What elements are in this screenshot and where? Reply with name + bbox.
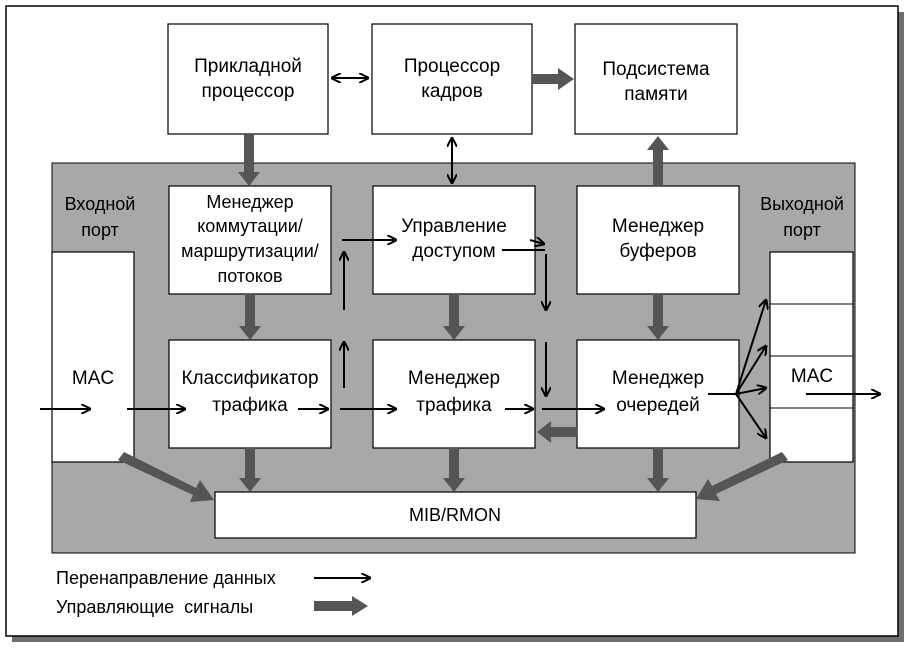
control-arrow-access-to-traffic xyxy=(443,294,465,340)
control-arrow-classifier-to-mib xyxy=(239,448,261,492)
mib-rmon-block: MIB/RMON xyxy=(214,491,697,539)
control-arrow-inmac-to-mib xyxy=(118,452,214,502)
data-arrow-fan-1 xyxy=(735,300,766,395)
data-arrow-fan-3 xyxy=(735,388,766,395)
output-mac-block: MAC xyxy=(769,251,854,463)
control-arrow-buffer-to-queue xyxy=(647,294,669,340)
legend-control-arrow xyxy=(314,596,368,616)
control-arrow-frame-to-memory xyxy=(532,68,574,90)
data-arrow-fan-2 xyxy=(735,346,766,395)
data-arrow-fan-4 xyxy=(735,393,766,438)
data-arrow-access-out-head xyxy=(529,240,544,244)
control-arrow-queue-to-traffic xyxy=(537,421,577,443)
svg-text:MIB/RMON: MIB/RMON xyxy=(409,505,501,525)
legend-data-redirect-label: Перенаправление данных xyxy=(56,568,276,588)
input-mac-block: MAC xyxy=(51,251,135,463)
control-arrow-buffer-to-memory xyxy=(647,136,669,186)
legend-control-signals-label: Управляющие сигналы xyxy=(56,597,253,617)
control-arrow-outmac-to-mib xyxy=(696,452,788,501)
control-arrow-switch-to-classifier xyxy=(239,294,261,340)
control-arrow-traffic-to-mib xyxy=(443,448,465,492)
control-arrow-app-to-switch xyxy=(238,134,260,186)
control-arrow-queue-to-mib xyxy=(647,448,669,492)
svg-text:MAC: MAC xyxy=(791,366,833,387)
svg-text:MAC: MAC xyxy=(72,368,114,389)
